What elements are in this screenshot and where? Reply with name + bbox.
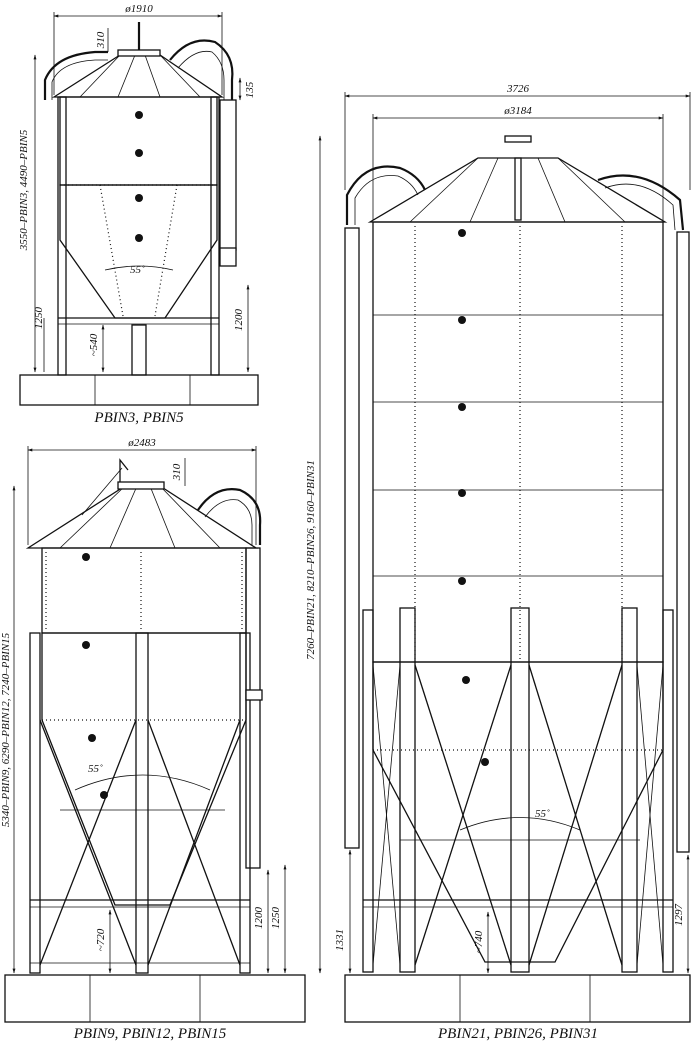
silo-leg-right bbox=[239, 632, 251, 974]
foundation-slab bbox=[4, 974, 306, 1023]
silo-hopper bbox=[59, 184, 218, 319]
dim-cone-angle: 55˚ bbox=[535, 808, 550, 820]
silo-leg-left bbox=[29, 632, 41, 974]
inspection-port bbox=[135, 111, 143, 119]
dim-cone-angle: 55˚ bbox=[130, 264, 145, 276]
dim-overall-width: 3726 bbox=[506, 83, 530, 95]
silo-body bbox=[59, 96, 218, 186]
dim-cone-angle: 55˚ bbox=[88, 763, 103, 775]
silo-roof bbox=[51, 54, 225, 98]
dim-roof-rise: 310 bbox=[95, 31, 107, 49]
inspection-port bbox=[82, 641, 90, 649]
dim-height: 3550–PBIN3, 4490–PBIN5 bbox=[18, 129, 30, 251]
silo-leg-left bbox=[57, 96, 67, 376]
fill-pipe-down bbox=[344, 227, 360, 849]
dim-diameter: ø3184 bbox=[503, 105, 532, 117]
dim-outlet-height: ~740 bbox=[473, 930, 485, 953]
silo-leg bbox=[510, 607, 530, 973]
dim-height: 7260–PBIN21, 8210–PBIN26, 9160–PBIN31 bbox=[305, 460, 317, 660]
dim-leg-height-right: 1297 bbox=[673, 904, 685, 927]
outlet-pipe bbox=[131, 324, 147, 376]
dim-leg-height: 1250 bbox=[33, 307, 45, 330]
drawing-pbin9-pbin15: ø2483 310 5340–PBIN9, 6290–PBIN12, 7240–… bbox=[0, 437, 306, 1042]
dim-leg-height-left: 1331 bbox=[334, 929, 346, 951]
dim-offset: 135 bbox=[244, 81, 256, 98]
silo-leg-center bbox=[135, 632, 149, 974]
inspection-port bbox=[458, 403, 466, 411]
silo-hopper bbox=[372, 661, 664, 963]
silo-body bbox=[372, 221, 664, 663]
dim-leg-height: 1250 bbox=[270, 907, 282, 930]
fill-pipe-left bbox=[345, 165, 426, 225]
silo-leg bbox=[621, 607, 638, 973]
inspection-port bbox=[100, 791, 108, 799]
foundation-slab bbox=[19, 374, 259, 406]
drawing-pbin3-pbin5: ø1910 310 135 3550–PBIN3, 4490–PBIN5 125… bbox=[18, 3, 259, 426]
dim-roof-rise: 310 bbox=[171, 463, 183, 481]
inspection-port bbox=[462, 676, 470, 684]
inspection-port bbox=[135, 194, 143, 202]
silo-leg-right bbox=[210, 96, 220, 376]
vent-pipe-right bbox=[169, 39, 234, 100]
silo-leg bbox=[399, 607, 416, 973]
dim-diameter: ø1910 bbox=[124, 3, 153, 15]
silo-leg bbox=[362, 609, 374, 973]
inspection-port bbox=[135, 234, 143, 242]
inspection-port bbox=[458, 577, 466, 585]
inspection-port bbox=[135, 149, 143, 157]
dim-outlet-height: ~540 bbox=[88, 333, 100, 356]
drawing-pbin21-pbin31: 3726 ø3184 7260–PBIN21, 8210–PBIN26, 916… bbox=[305, 83, 691, 1042]
inspection-port bbox=[458, 489, 466, 497]
caption-drawing-2: PBIN9, PBIN12, PBIN15 bbox=[73, 1026, 227, 1042]
inspection-port bbox=[458, 316, 466, 324]
vent-pipe-right bbox=[197, 488, 262, 545]
caption-drawing-3: PBIN21, PBIN26, PBIN31 bbox=[437, 1026, 598, 1042]
dim-hopper-clearance: 1200 bbox=[253, 907, 265, 930]
vent-pipe-right bbox=[597, 174, 685, 231]
inspection-port bbox=[458, 229, 466, 237]
caption-drawing-1: PBIN3, PBIN5 bbox=[93, 410, 184, 426]
inspection-port bbox=[481, 758, 489, 766]
fill-pipe-left bbox=[43, 50, 108, 100]
foundation-slab bbox=[344, 974, 691, 1023]
inspection-port bbox=[88, 734, 96, 742]
dim-outlet-height: ~720 bbox=[95, 928, 107, 951]
dim-diameter: ø2483 bbox=[127, 437, 156, 449]
silo-hopper bbox=[41, 632, 247, 906]
silo-roof bbox=[25, 485, 259, 549]
silo-body bbox=[41, 547, 247, 634]
silo-leg bbox=[662, 609, 674, 973]
inspection-port bbox=[82, 553, 90, 561]
dim-height: 5340–PBIN9, 6290–PBIN12, 7240–PBIN15 bbox=[0, 632, 12, 827]
silo-roof bbox=[367, 157, 668, 223]
dim-hopper-clearance: 1200 bbox=[233, 309, 245, 332]
